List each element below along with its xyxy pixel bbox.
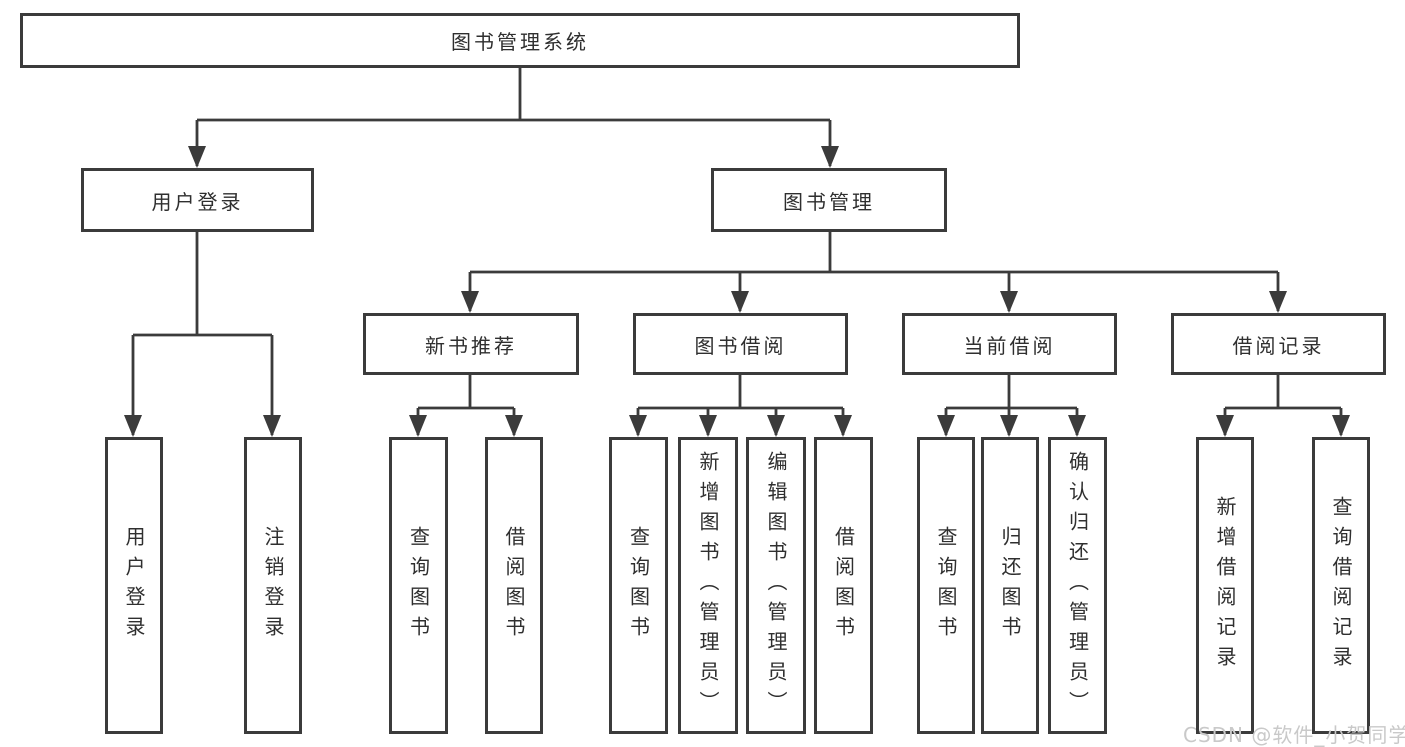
leaf-br-query-record: 查询借阅记录 xyxy=(1312,437,1370,734)
csdn-watermark: CSDN @软件_小贺同学 xyxy=(1183,723,1405,747)
leaf-br-add-record: 新增借阅记录 xyxy=(1196,437,1254,734)
node-label: 图书管理 xyxy=(783,189,875,214)
connector-new-book-rec-children xyxy=(416,375,516,435)
node-new-book-recommend: 新书推荐 xyxy=(363,313,579,375)
leaf-logout: 注销登录 xyxy=(244,437,302,734)
node-label: 借阅图书 xyxy=(502,525,526,646)
leaf-bb-borrow-books: 借阅图书 xyxy=(814,437,873,734)
node-label: 当前借阅 xyxy=(963,333,1056,358)
leaf-bb-edit-books-admin: 编辑图书（管理员） xyxy=(746,437,806,734)
leaf-rec-borrow-books: 借阅图书 xyxy=(485,437,543,734)
node-label: 新增借阅记录 xyxy=(1213,495,1237,676)
node-label: 用户登录 xyxy=(151,189,244,214)
node-label: 新书推荐 xyxy=(425,333,517,358)
node-label: 图书借阅 xyxy=(694,333,787,358)
node-borrowing-records: 借阅记录 xyxy=(1171,313,1386,375)
node-label: 查询图书 xyxy=(406,525,431,646)
node-label: 注销登录 xyxy=(261,525,285,646)
node-label: 借阅记录 xyxy=(1232,333,1325,358)
node-current-borrowing: 当前借阅 xyxy=(902,313,1117,375)
leaf-bb-query-books: 查询图书 xyxy=(609,437,668,734)
connector-root-to-level2 xyxy=(195,68,832,166)
node-label: 用户登录 xyxy=(122,525,146,646)
leaf-cb-confirm-return-admin: 确认归还（管理员） xyxy=(1048,437,1107,734)
node-label: 查询图书 xyxy=(934,525,958,646)
connector-book-borrow-children xyxy=(636,375,845,435)
node-library-system: 图书管理系统 xyxy=(20,13,1020,68)
connector-user-login-children xyxy=(131,232,274,435)
leaf-user-login: 用户登录 xyxy=(105,437,163,734)
node-label: 借阅图书 xyxy=(831,525,856,646)
arrowheads xyxy=(124,146,1350,437)
connector-book-mgmt-children xyxy=(468,232,1280,311)
node-label: 确认归还（管理员） xyxy=(1065,450,1090,721)
node-label: 查询图书 xyxy=(626,525,651,646)
leaf-cb-return-books: 归还图书 xyxy=(981,437,1039,734)
node-label: 图书管理系统 xyxy=(451,30,589,54)
node-book-borrowing: 图书借阅 xyxy=(633,313,848,375)
node-label: 编辑图书（管理员） xyxy=(764,450,788,721)
node-user-login: 用户登录 xyxy=(81,168,314,232)
leaf-cb-query-books: 查询图书 xyxy=(917,437,975,734)
node-label: 归还图书 xyxy=(998,525,1022,646)
node-book-management: 图书管理 xyxy=(711,168,947,232)
connector-borrow-records-children xyxy=(1223,375,1343,435)
node-label: 新增图书（管理员） xyxy=(696,450,720,721)
leaf-rec-query-books: 查询图书 xyxy=(389,437,448,734)
node-label: 查询借阅记录 xyxy=(1329,495,1353,676)
leaf-bb-add-books-admin: 新增图书（管理员） xyxy=(678,437,738,734)
